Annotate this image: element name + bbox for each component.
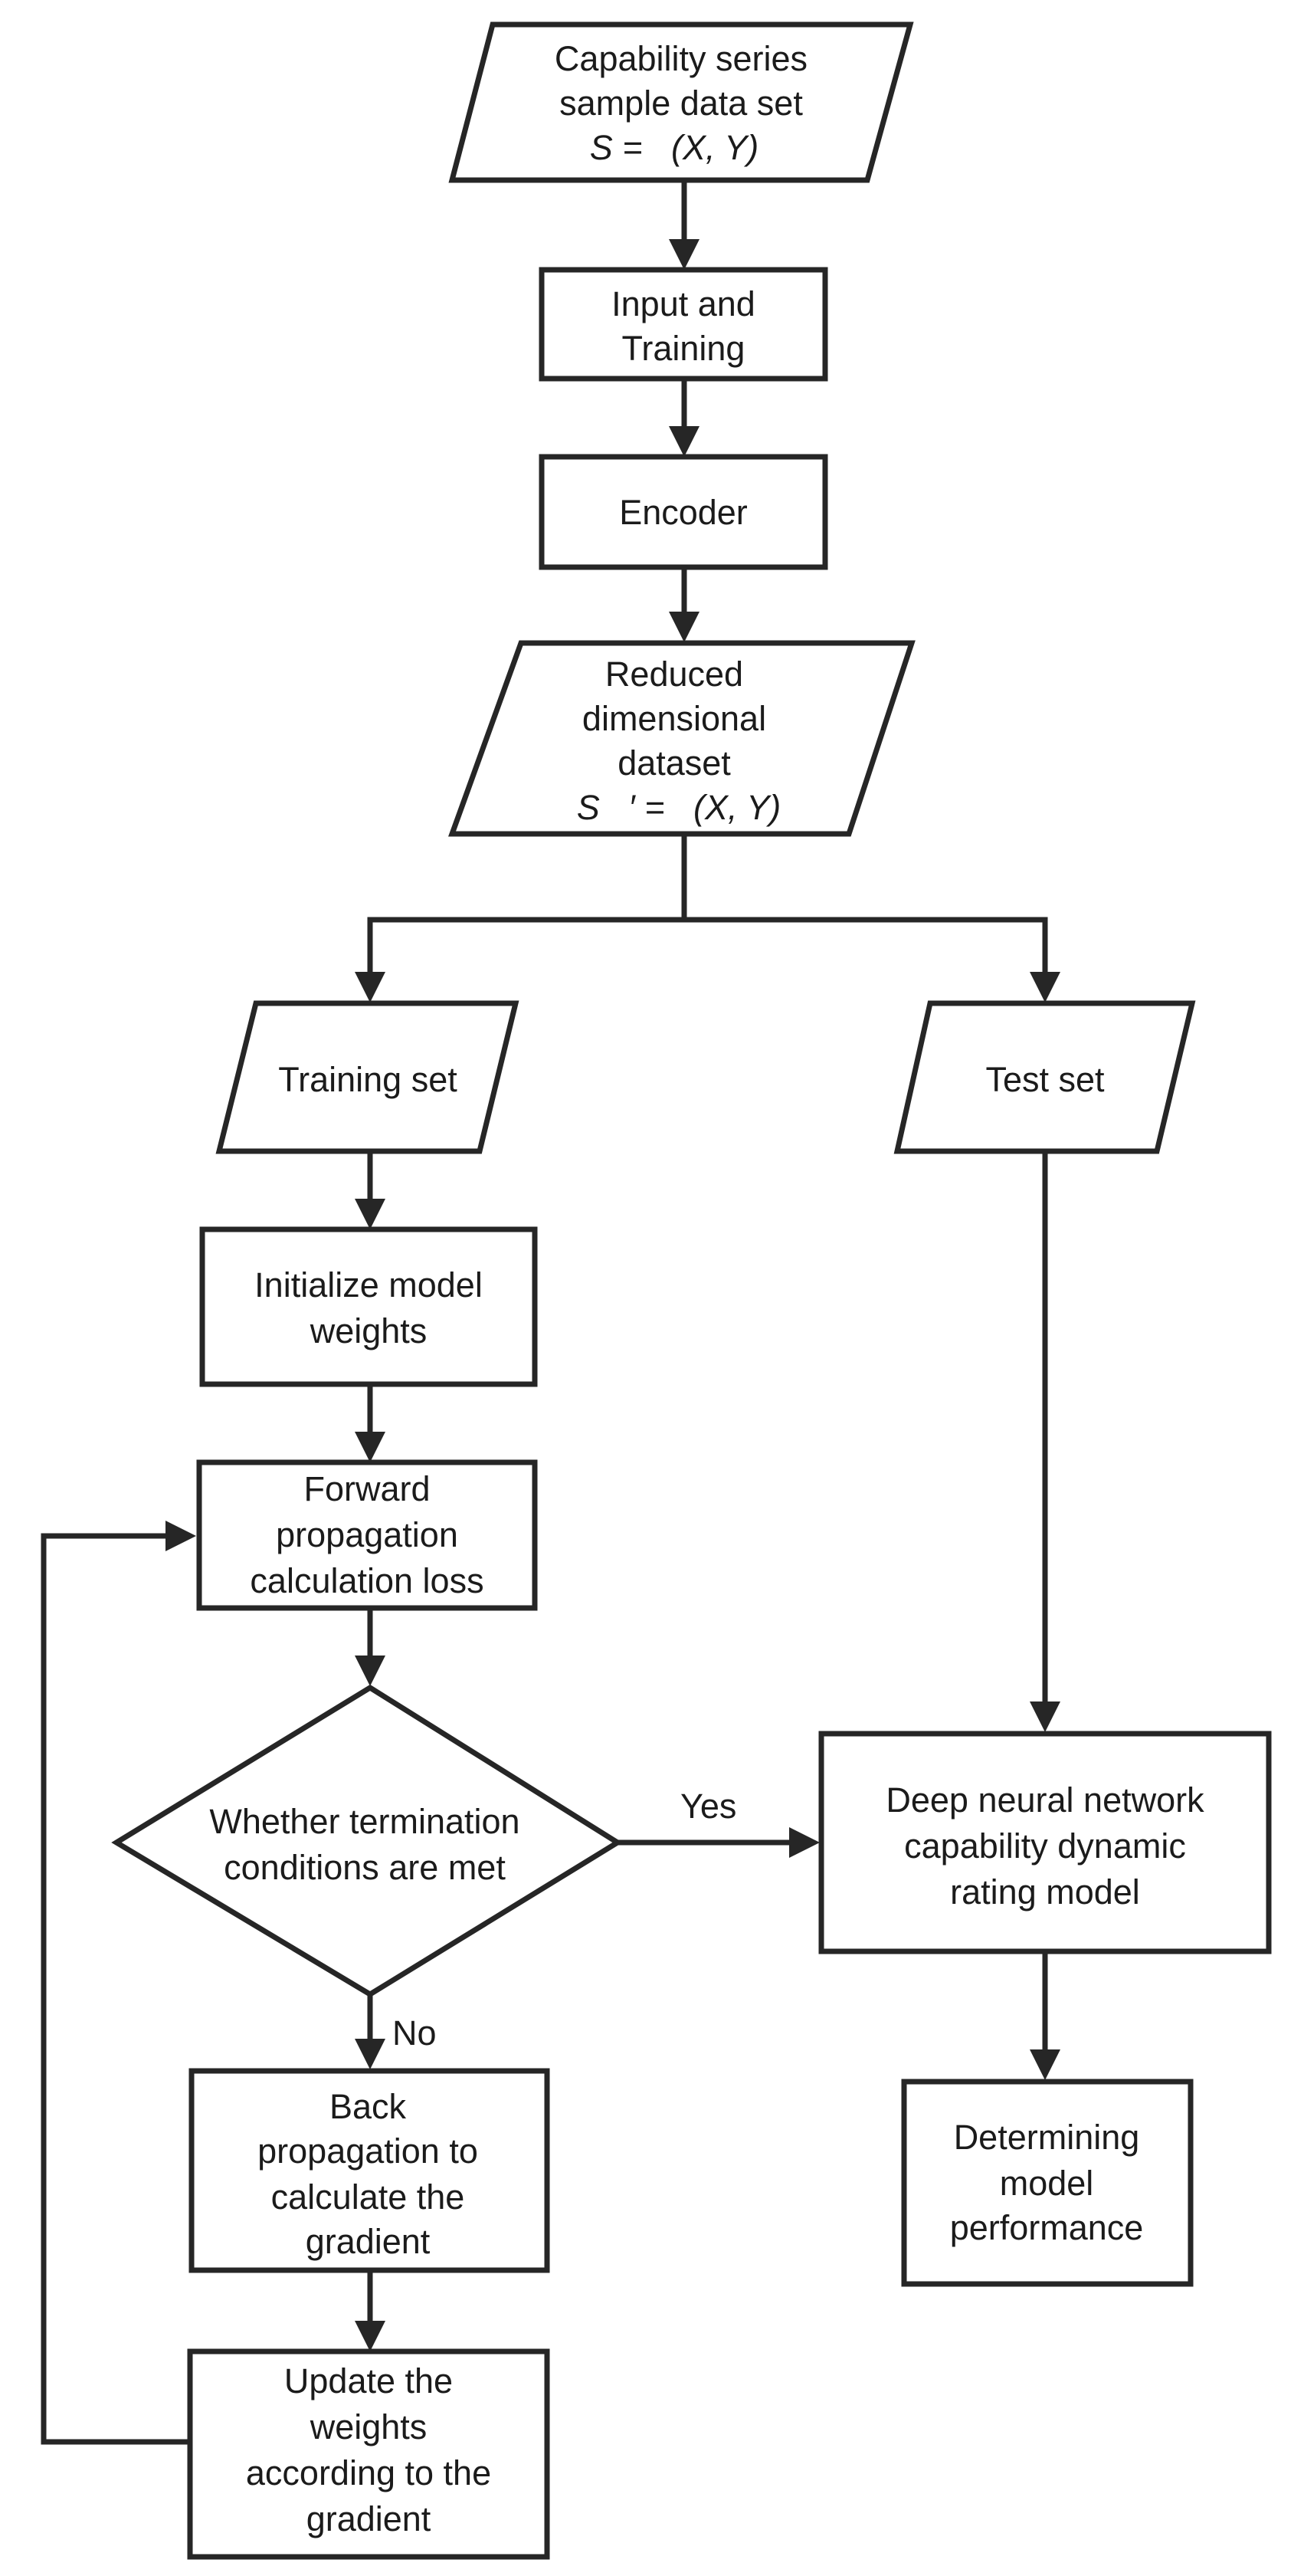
- node-label-line: Back: [329, 2087, 407, 2126]
- node-label-line: Training: [622, 329, 745, 368]
- node-back-prop: Back propagation to calculate the gradie…: [188, 2068, 550, 2273]
- node-determine-performance: Determining model performance: [901, 2079, 1194, 2287]
- arrowhead-icon: [355, 2321, 385, 2351]
- diamond-shape: [111, 1684, 623, 1998]
- node-label-line: Determining: [954, 2118, 1140, 2157]
- arrowhead-icon: [355, 1432, 385, 1462]
- node-label-line: dimensional: [582, 699, 766, 738]
- edge-label-no: No: [392, 2013, 437, 2053]
- connectors: [41, 182, 1060, 2445]
- node-label-line: Input and: [611, 284, 755, 323]
- node-label-line: rating model: [950, 1872, 1140, 1911]
- arrowhead-icon: [669, 612, 700, 642]
- node-label-line: model: [1000, 2164, 1094, 2203]
- arrowhead-icon: [355, 1656, 385, 1686]
- arrowhead-icon: [1030, 1701, 1060, 1732]
- parallelogram-shape: [448, 640, 916, 837]
- node-training-set: Training set: [215, 1000, 519, 1154]
- node-label-formula: S = (X, Y): [590, 128, 759, 167]
- node-label-line: sample data set: [559, 84, 803, 123]
- node-label-line: Initialize model: [254, 1265, 483, 1304]
- node-test-set: Test set: [893, 1000, 1196, 1154]
- node-label-line: Reduced: [605, 655, 743, 694]
- node-label-formula: S ′ = (X, Y): [577, 788, 781, 827]
- node-input-training: Input and Training: [539, 267, 828, 382]
- parallelogram-shape: [448, 21, 914, 183]
- node-label-line: Whether termination: [209, 1802, 519, 1841]
- node-label-line: Encoder: [619, 493, 748, 532]
- rectangle-shape: [187, 2348, 550, 2560]
- node-label-line: calculation loss: [250, 1561, 483, 1600]
- node-label-line: Test set: [985, 1060, 1105, 1099]
- node-label-line: Deep neural network: [886, 1780, 1204, 1820]
- node-label-line: gradient: [306, 2499, 431, 2538]
- parallelogram-shape: [893, 1000, 1196, 1154]
- node-dnn-model: Deep neural network capability dynamic r…: [818, 1731, 1272, 1954]
- edge-reduced-to-training: [367, 835, 687, 975]
- node-encoder: Encoder: [539, 454, 828, 570]
- node-label-line: according to the: [246, 2453, 491, 2492]
- arrowhead-icon: [789, 1827, 820, 1858]
- edge-label-yes: Yes: [680, 1787, 736, 1826]
- rectangle-shape: [196, 1459, 538, 1611]
- arrowhead-icon: [355, 2039, 385, 2069]
- arrowhead-icon: [355, 1199, 385, 1229]
- node-label-line: weights: [310, 2407, 428, 2446]
- node-label-line: weights: [310, 1311, 428, 1350]
- node-label-line: Training set: [278, 1060, 457, 1099]
- arrowhead-icon: [1030, 2049, 1060, 2080]
- rectangle-shape: [199, 1226, 538, 1387]
- node-label-line: Capability series: [555, 39, 808, 78]
- rectangle-shape: [901, 2079, 1194, 2287]
- node-label-line: Forward: [303, 1469, 430, 1508]
- arrowhead-icon: [669, 426, 700, 457]
- arrowhead-icon: [355, 972, 385, 1003]
- rectangle-shape: [188, 2068, 550, 2273]
- node-label-line: propagation to: [257, 2131, 478, 2171]
- node-label-line: gradient: [306, 2222, 431, 2261]
- rectangle-shape: [818, 1731, 1272, 1954]
- node-update-weights: Update the weights according to the grad…: [187, 2348, 550, 2560]
- edge-update-to-forward-loop: [41, 1533, 190, 2445]
- node-label-line: Update the: [284, 2361, 453, 2400]
- node-label-line: calculate the: [271, 2177, 465, 2217]
- rectangle-shape: [539, 454, 828, 570]
- node-label-line: propagation: [276, 1515, 458, 1554]
- node-reduced-dataset: Reduced dimensional dataset S ′ = (X, Y): [448, 640, 916, 837]
- node-termination-check: Whether termination conditions are met: [111, 1684, 623, 1998]
- rectangle-shape: [539, 267, 828, 382]
- node-init-weights: Initialize model weights: [199, 1226, 538, 1387]
- node-sample-data: Capability series sample data set S = (X…: [448, 21, 914, 183]
- node-label-line: conditions are met: [224, 1848, 506, 1887]
- arrowhead-icon: [669, 239, 700, 270]
- arrowhead-icon: [1030, 972, 1060, 1003]
- arrowhead-icon: [165, 1521, 196, 1551]
- node-label-line: capability dynamic: [904, 1826, 1186, 1866]
- node-forward-prop: Forward propagation calculation loss: [196, 1459, 538, 1611]
- node-label-line: performance: [950, 2208, 1144, 2247]
- edge-reduced-to-test: [684, 917, 1048, 975]
- parallelogram-shape: [215, 1000, 519, 1154]
- node-label-line: dataset: [618, 743, 731, 783]
